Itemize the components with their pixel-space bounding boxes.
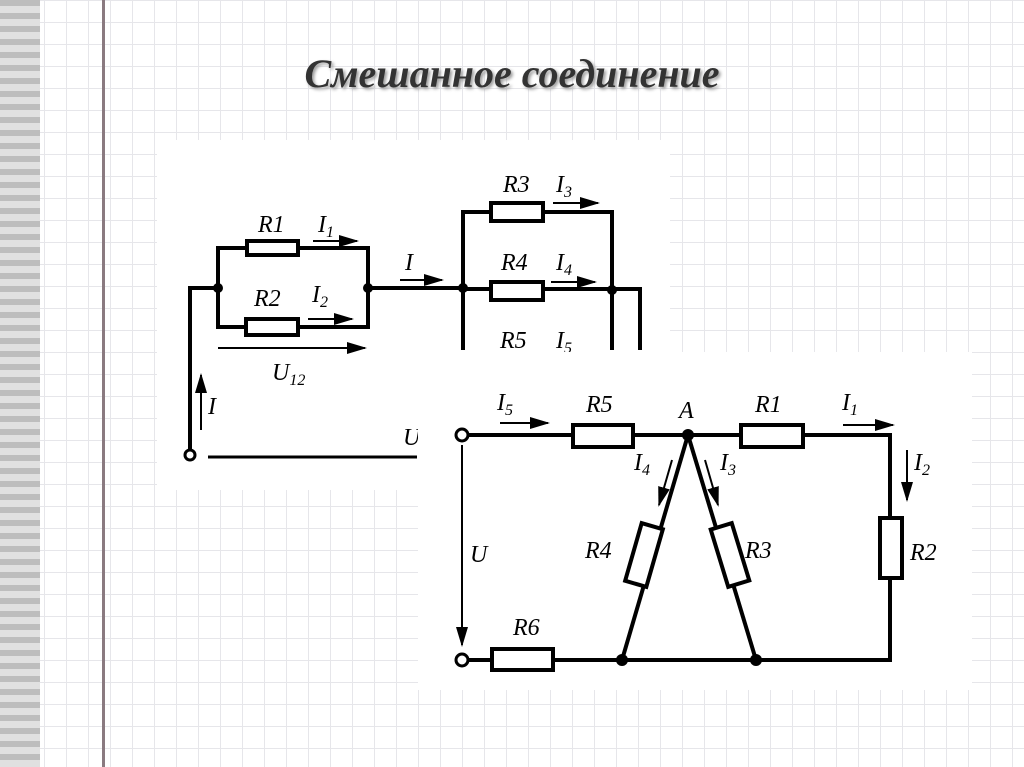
svg-text:R5: R5	[499, 328, 527, 354]
svg-text:R2: R2	[909, 540, 937, 566]
svg-text:I2: I2	[913, 450, 930, 479]
svg-text:R5: R5	[585, 392, 613, 418]
resistor-r3	[708, 520, 752, 590]
svg-text:R4: R4	[584, 538, 612, 564]
resistor-r1	[739, 423, 805, 449]
svg-text:U: U	[403, 425, 422, 451]
svg-text:I: I	[404, 250, 414, 276]
svg-text:I4: I4	[633, 450, 650, 479]
svg-text:R1: R1	[257, 212, 285, 238]
svg-text:U12: U12	[272, 360, 305, 389]
svg-text:R6: R6	[512, 615, 540, 641]
svg-text:R3: R3	[502, 172, 530, 198]
svg-text:I1: I1	[841, 390, 858, 419]
resistor-r2	[878, 516, 904, 580]
svg-text:I3: I3	[719, 450, 736, 479]
resistor-r6	[490, 647, 555, 672]
svg-text:I3: I3	[555, 172, 572, 201]
svg-text:R4: R4	[500, 250, 528, 276]
top-circuit-labels: R1 R2 R3 R4 R5 I I U I1 I2 I3 I4 I5 U12	[207, 172, 572, 451]
resistor-r3	[489, 201, 545, 223]
svg-text:A: A	[677, 398, 694, 424]
resistor-r1	[245, 239, 300, 257]
svg-text:R2: R2	[253, 286, 281, 312]
resistor-r4	[622, 520, 666, 590]
notebook-spiral	[0, 0, 40, 767]
resistor-r2	[244, 317, 300, 337]
svg-text:I5: I5	[496, 390, 513, 419]
svg-text:I4: I4	[555, 250, 572, 279]
bottom-circuit-labels: R5 A R1 R2 R4 R3 R6 U I5 I1 I2 I4 I3	[470, 390, 937, 641]
slide-title: Смешанное соединение	[304, 51, 720, 96]
svg-text:I5: I5	[555, 328, 572, 357]
resistor-r4	[489, 280, 545, 302]
bottom-circuit	[418, 352, 972, 690]
svg-text:R1: R1	[754, 392, 782, 418]
resistor-r5	[571, 423, 635, 449]
svg-text:R3: R3	[744, 538, 772, 564]
svg-text:U: U	[470, 542, 489, 568]
svg-text:I1: I1	[317, 212, 334, 241]
svg-text:I: I	[207, 394, 217, 420]
margin-line	[102, 0, 105, 767]
svg-text:I2: I2	[311, 282, 328, 311]
